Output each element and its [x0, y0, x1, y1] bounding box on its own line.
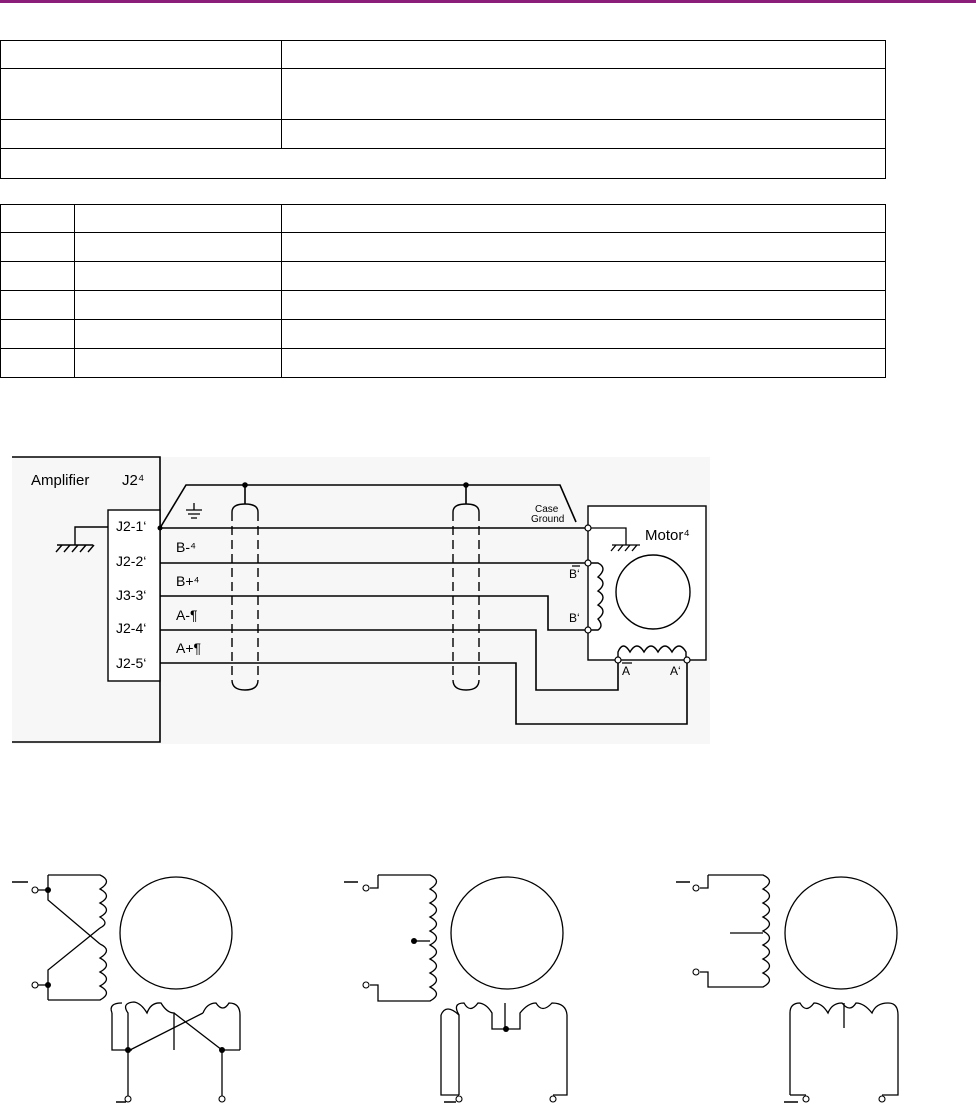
table-cell [74, 232, 282, 262]
coil-label-a: A‘ [670, 664, 681, 678]
motor-ground-icon [588, 527, 640, 552]
table-row [0, 68, 886, 120]
wire-label: B-⁴ [176, 539, 196, 555]
spec-table [0, 40, 886, 179]
minus-signs [676, 881, 798, 1103]
wire-j2-4 [160, 629, 619, 691]
table-row [0, 261, 886, 291]
wire-labels: B-⁴ B+⁴ A-¶ A+¶ [176, 539, 201, 656]
pin-table [0, 204, 886, 378]
terminal-dots [584, 524, 691, 664]
pin-label: J3-3‘ [116, 587, 146, 603]
coil-label-a-bar: A [622, 664, 630, 678]
table-cell [281, 68, 886, 120]
pin-label: J2-5‘ [116, 655, 146, 671]
earth-ground-icon [186, 503, 202, 519]
winding-diagram-parallel [38, 874, 241, 1096]
winding-terminals [31, 886, 226, 1103]
winding-diagram-series [370, 874, 568, 1096]
pin-label: J2-2‘ [116, 553, 146, 569]
pin-label: J2-4‘ [116, 620, 146, 636]
wire-j2-5 [160, 662, 688, 725]
table-cell [74, 204, 282, 233]
winding-terminals [692, 884, 886, 1103]
table-cell [74, 348, 282, 378]
junction-dots [157, 482, 469, 531]
table-row [0, 148, 886, 179]
table-row [0, 232, 886, 262]
header-accent-rule [0, 0, 976, 3]
pin-label: J2-1‘ [116, 518, 146, 534]
winding-junctions [411, 938, 509, 1032]
coil-b [588, 562, 604, 631]
wire-label: A+¶ [176, 640, 201, 656]
table-cell [281, 232, 886, 262]
winding-junctions [45, 887, 225, 1053]
table-cell [0, 119, 282, 149]
amplifier-label: Amplifier [31, 472, 89, 489]
motor-box: Motor⁴ B‘ B‘ A A‘ [569, 505, 707, 678]
wire-j3-3 [160, 595, 588, 631]
coil-label-b: B‘ [569, 611, 580, 625]
table-cell [281, 348, 886, 378]
cable-shields [231, 503, 480, 691]
motor-label: Motor⁴ [645, 527, 690, 544]
table-row [0, 348, 886, 378]
wire-label: B+⁴ [176, 573, 200, 589]
coil-a [617, 645, 687, 660]
coil-label-b-bar: B‘ [569, 567, 580, 581]
table-row [0, 204, 886, 233]
overbar-marks [572, 565, 632, 664]
connector-label: J2⁴ [122, 472, 144, 489]
minus-signs [12, 881, 126, 1103]
minus-signs [344, 881, 456, 1103]
winding-terminals [362, 884, 557, 1103]
rotor-circle [615, 554, 691, 630]
winding-diagram-half-coil [700, 874, 899, 1096]
table-cell [0, 261, 75, 291]
table-cell [0, 204, 75, 233]
case-label: Case [535, 504, 559, 515]
wire-label: A-¶ [176, 607, 198, 623]
table-cell [0, 148, 886, 179]
chassis-ground-icon [55, 526, 108, 553]
table-cell [0, 232, 75, 262]
ground-label: Ground [531, 514, 564, 525]
